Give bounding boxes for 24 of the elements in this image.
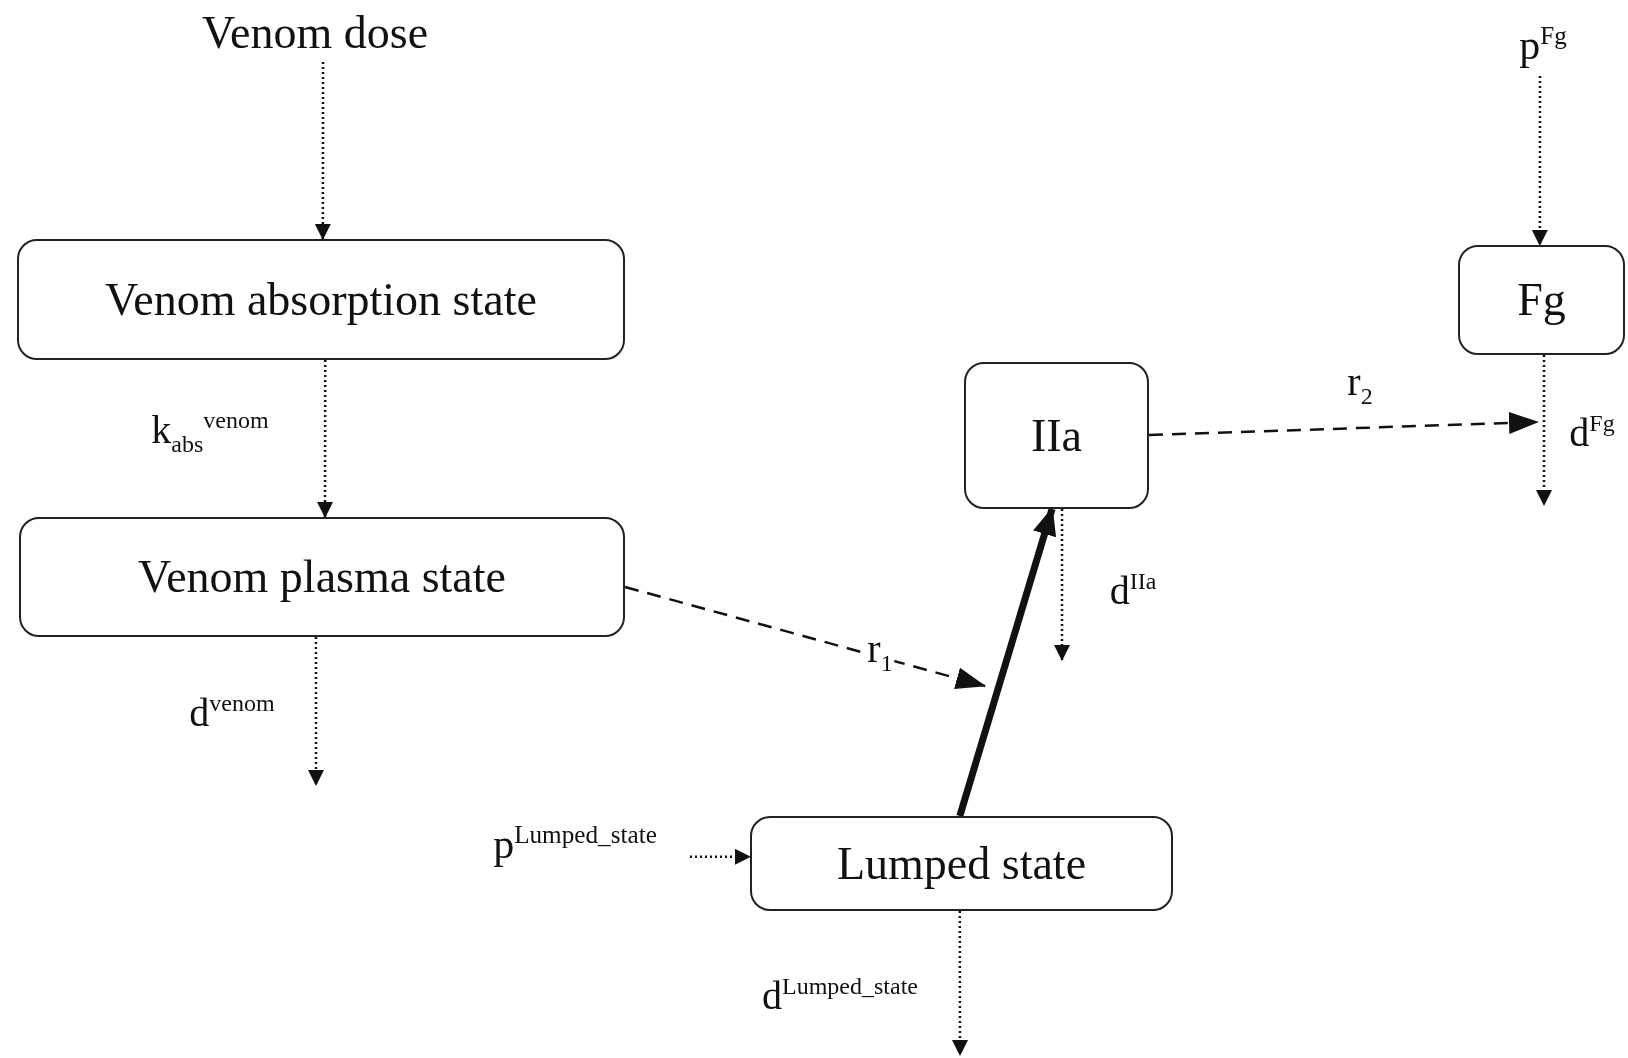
- arrow: [308, 637, 324, 786]
- arrow: [952, 911, 968, 1056]
- state-box: [17, 239, 625, 360]
- state-label: Venom absorption state: [105, 276, 537, 323]
- state-label: Lumped state: [836, 840, 1087, 887]
- arrow: [1148, 412, 1539, 437]
- arrow: [1054, 509, 1070, 661]
- arrow: [690, 848, 751, 865]
- arrow: [956, 507, 1057, 817]
- node-label: p$^{Fg}$: [1500, 12, 1586, 76]
- state-label: Venom plasma state: [138, 554, 506, 600]
- arrow: [1536, 355, 1552, 506]
- state-box: [19, 517, 625, 637]
- node-label: p$^{Lumped_state}$: [460, 810, 690, 876]
- arrow: [624, 585, 986, 689]
- state-box: [1458, 245, 1625, 355]
- state-label: IIa: [1030, 412, 1083, 459]
- state-label: Fg: [1517, 277, 1566, 323]
- state-box: [750, 816, 1173, 911]
- arrow: [314, 62, 331, 240]
- node-label: Venom dose: [160, 4, 470, 62]
- state-box: [964, 362, 1149, 509]
- arrow: [317, 360, 334, 518]
- arrow: [1531, 76, 1548, 246]
